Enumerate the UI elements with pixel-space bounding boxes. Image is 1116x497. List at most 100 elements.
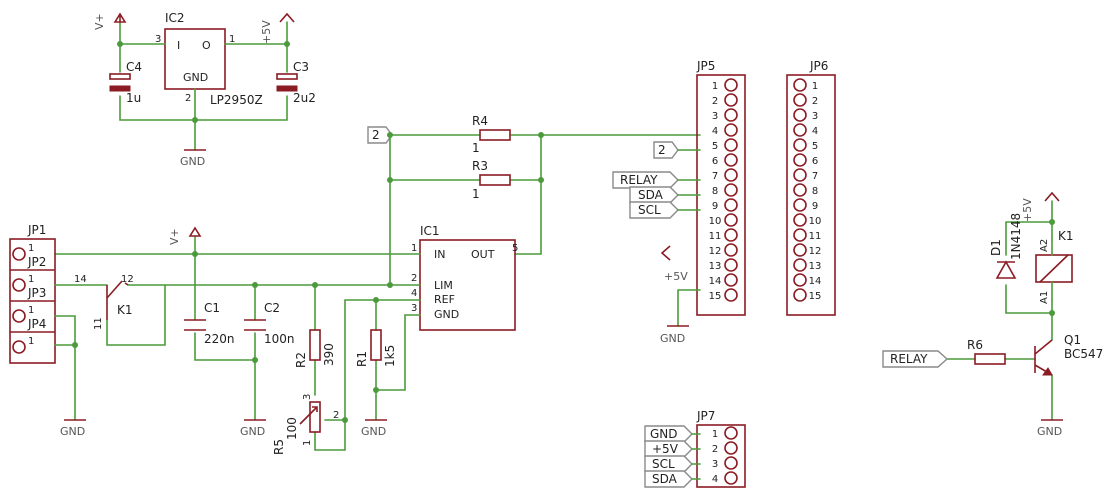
junction: [387, 132, 393, 138]
jp1-wires: [54, 284, 166, 421]
junction: [284, 41, 290, 47]
jp7-pin-pad: [724, 426, 738, 440]
jp5-pin-pad: [724, 168, 738, 182]
relay-label-driver: RELAY: [890, 352, 928, 366]
q1-value: BC547: [1064, 347, 1103, 361]
jp6-pin-number: 15: [809, 291, 822, 302]
jp6-pin-pad: [793, 288, 807, 302]
resistor-r2: R2 390: [294, 329, 336, 368]
jp5-pin-number: 4: [712, 126, 718, 137]
v-plus-supply-symbol: V+: [93, 12, 127, 30]
jp5-pin-number: 12: [709, 246, 722, 257]
relay-label-jp5: RELAY: [620, 173, 658, 187]
plus5v-arrow-relay: +5V: [1021, 191, 1060, 222]
jp5-pin-number: 11: [709, 231, 722, 242]
k1-pin12: 12: [121, 274, 134, 285]
c2-value: 100n: [264, 332, 295, 346]
relay-switch-k1: K1 14 12 11: [74, 274, 134, 330]
k1-switch-name: K1: [117, 303, 133, 317]
jp6-pin-pad: [793, 198, 807, 212]
ground-symbol-ic2: GND: [180, 149, 206, 168]
jp6-pin-pad: [793, 183, 807, 197]
jp5-pin-number: 3: [712, 111, 718, 122]
jp6-pin-pad: [793, 138, 807, 152]
k1-coil-name: K1: [1058, 229, 1074, 243]
plus5v-label-relay: +5V: [1021, 198, 1034, 222]
jp5-pin-pad: [724, 198, 738, 212]
jp5-pin-number: 1: [712, 81, 718, 92]
jp5-pin-number: 9: [712, 201, 718, 212]
ic1-pin5-number: 5: [512, 243, 518, 254]
jp1-row4-pin: 1: [28, 336, 34, 347]
capacitor-c1: C1 220n: [184, 301, 235, 346]
jp6-pin-number: 13: [809, 261, 822, 272]
ic2-pin-o-label: O: [202, 39, 211, 52]
junction: [387, 282, 393, 288]
jp1-row3-label: JP4: [27, 317, 46, 331]
ic1-pin-ref-label: REF: [434, 293, 455, 306]
jp5-pin-pad: [724, 243, 738, 257]
capacitor-c2: C2 100n: [244, 301, 295, 346]
ic1-pin1-number: 1: [411, 243, 417, 254]
junction: [538, 177, 544, 183]
jp7-name: JP7: [696, 409, 715, 423]
net-label-relay-jp5: RELAY: [612, 171, 679, 189]
gnd-label-jp5: GND: [660, 332, 685, 345]
jp6-pin-number: 4: [812, 126, 818, 137]
ic1-chip: IC1 IN OUT LIM REF GND 1 2 4 3 5: [411, 224, 518, 331]
r2-value: 390: [322, 343, 336, 366]
r3-value: 1: [472, 187, 480, 201]
jp7-pin-number: 1: [712, 429, 718, 440]
junction: [538, 132, 544, 138]
jp5-pin-pad: [724, 288, 738, 302]
plus5v-label-jp7: +5V: [652, 442, 679, 456]
jp5-pin-number: 13: [709, 261, 722, 272]
r3-name: R3: [472, 159, 488, 173]
gnd-label-c2: GND: [240, 425, 265, 438]
resistor-r3: R3 1: [472, 159, 511, 201]
plus5v-label-top: +5V: [260, 20, 273, 44]
jp5-name: JP5: [696, 59, 715, 73]
ic1-pin-gnd-label: GND: [434, 308, 459, 321]
jp5-pin-pad: [724, 258, 738, 272]
jp6-pin-pad: [793, 258, 807, 272]
gnd-label-ic2: GND: [180, 155, 205, 168]
net-label-scl-jp7: SCL: [644, 455, 693, 473]
junction: [192, 251, 198, 257]
junction: [1049, 219, 1055, 225]
v-plus-label-rail: V+: [168, 228, 181, 245]
net-label-sda-jp7: SDA: [644, 470, 693, 488]
jp6-header: JP6: [786, 59, 836, 316]
jp5-pin-pad: [724, 213, 738, 227]
plus5v-arrow-jp5: +5V: [660, 245, 688, 283]
r5-pin2-number: 2: [333, 410, 339, 421]
jp5-pin-number: 8: [712, 186, 718, 197]
jp1-row2-pin: 1: [28, 274, 34, 285]
jp5-pin-pad: [724, 108, 738, 122]
r5-name: R5: [272, 439, 286, 455]
ic2-pin-i-label: I: [177, 39, 180, 52]
r4-r3-wires: [389, 134, 701, 286]
net-label-scl-jp5: SCL: [629, 201, 679, 219]
gnd-label-jp1: GND: [60, 425, 85, 438]
jp6-pin-pad: [793, 108, 807, 122]
jp6-pin-number: 7: [812, 171, 818, 182]
jp6-pin-pad: [793, 123, 807, 137]
junction: [192, 117, 198, 123]
v-plus-supply-symbol-rail: V+: [168, 226, 202, 245]
ic1-pin3-number: 3: [411, 303, 417, 314]
r1-value: 1k5: [383, 345, 397, 367]
ic1-pin4-number: 4: [411, 288, 417, 299]
plus5v-arrow-symbol: +5V: [260, 12, 295, 44]
jp6-pin-number: 2: [812, 96, 818, 107]
c4-name: C4: [126, 60, 142, 74]
net-label-2-jp5: 2: [653, 141, 679, 159]
ic2-name: IC2: [165, 11, 185, 25]
ic1-pin-lim-label: LIM: [434, 279, 453, 292]
resistor-r1: R1 1k5: [355, 329, 397, 367]
jp6-pin-pad: [793, 213, 807, 227]
ic1-pin-in-label: IN: [434, 248, 445, 261]
junction: [342, 417, 348, 423]
